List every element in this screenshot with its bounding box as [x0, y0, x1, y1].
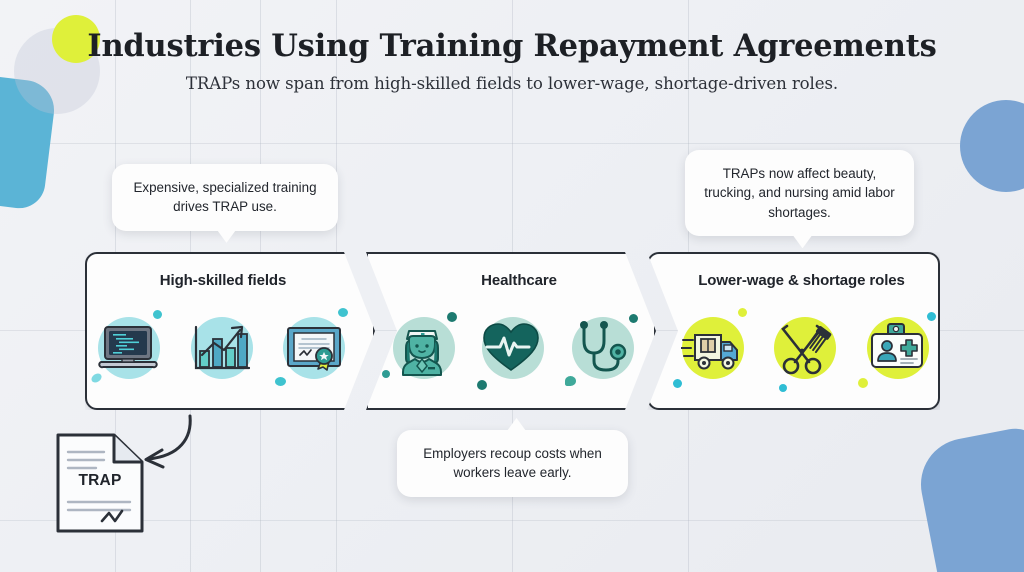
gridline-horizontal	[0, 143, 1024, 144]
trap-document-icon: TRAP	[52, 432, 152, 534]
accent-dot	[926, 312, 936, 321]
process-chevron-row: High-skilled fields	[85, 252, 940, 410]
callout-lower-wage: TRAPs now affect beauty, trucking, and n…	[685, 150, 914, 249]
delivery-truck-icon	[681, 334, 739, 370]
accent-dot	[447, 312, 458, 322]
accent-dot	[382, 370, 390, 378]
icon-cell	[180, 306, 263, 390]
accent-dot	[564, 376, 576, 386]
page-title: Industries Using Training Repayment Agre…	[87, 28, 937, 64]
accent-dot	[338, 308, 349, 317]
nurse-icon	[401, 330, 442, 376]
icon-cell	[561, 306, 640, 390]
panel-icon-row	[87, 306, 373, 406]
callout-text: Expensive, specialized training drives T…	[133, 180, 317, 215]
trap-document-label: TRAP	[78, 472, 122, 489]
scissors-comb-icon	[781, 324, 832, 375]
icon-cell	[763, 306, 845, 392]
panel-high-skilled-fields[interactable]: High-skilled fields	[85, 252, 375, 410]
decorative-blob-bottom-right	[913, 423, 1024, 572]
accent-dot	[857, 378, 868, 388]
callout-text: TRAPs now affect beauty, trucking, and n…	[704, 166, 895, 220]
accent-dot	[738, 308, 748, 317]
panel-title: High-skilled fields	[159, 272, 287, 289]
callout-healthcare: Employers recoup costs when workers leav…	[397, 418, 628, 497]
panel-title: Healthcare	[481, 272, 557, 289]
page-subtitle: TRAPs now span from high-skilled fields …	[185, 74, 839, 93]
gridline-horizontal	[0, 520, 1024, 521]
icon-cell	[671, 306, 753, 390]
stethoscope-icon	[580, 321, 627, 372]
callout-high-skilled: Expensive, specialized training drives T…	[112, 164, 338, 243]
curved-arrow-icon	[144, 414, 192, 469]
accent-dot	[779, 384, 788, 392]
panel-icon-row	[368, 306, 654, 406]
trap-document-lime-circle	[52, 15, 100, 63]
panel-icon-row	[649, 306, 938, 406]
accent-dot	[628, 314, 638, 323]
header: Industries Using Training Repayment Agre…	[0, 28, 1024, 93]
growth-chart-icon	[194, 325, 250, 370]
accent-dot	[673, 379, 682, 388]
panel-lower-wage-shortage-roles[interactable]: Lower-wage & shortage roles	[647, 252, 940, 410]
icon-cell	[87, 306, 170, 390]
callout-text: Employers recoup costs when workers leav…	[423, 446, 602, 481]
heart-pulse-icon	[483, 323, 539, 371]
accent-dot	[152, 310, 162, 319]
accent-dot	[275, 377, 287, 386]
icon-cell	[382, 306, 461, 390]
icon-cell	[471, 306, 550, 390]
panel-healthcare[interactable]: Healthcare	[366, 252, 656, 410]
panel-title: Lower-wage & shortage roles	[698, 272, 905, 289]
laptop-code-icon	[98, 326, 158, 369]
id-badge-icon	[870, 323, 923, 368]
decorative-blob-top-right	[960, 100, 1024, 192]
icon-cell	[856, 306, 938, 390]
accent-dot	[477, 380, 488, 390]
icon-cell	[272, 306, 355, 390]
certificate-icon	[286, 327, 341, 371]
